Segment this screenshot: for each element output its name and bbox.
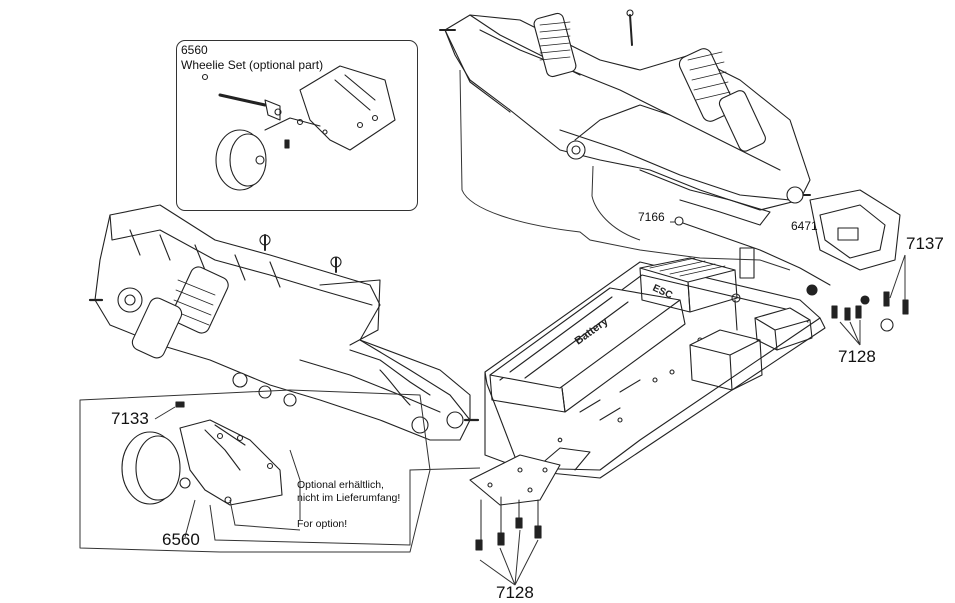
wheelie-set-detail-drawing <box>201 65 396 191</box>
callout-7128-right: 7128 <box>838 347 876 366</box>
callout-7128-bottom: 7128 <box>496 583 534 602</box>
screw-set-bottom <box>475 496 542 551</box>
optional-part-outline <box>79 389 431 553</box>
optional-note-de-2: nicht im Lieferumfang! <box>297 492 401 504</box>
optional-note-de-1: Optional erhältlich, <box>297 479 384 491</box>
front-suspension-assembly <box>439 9 811 226</box>
rear-suspension-assembly <box>88 204 480 441</box>
callout-6560-bottom: 6560 <box>162 530 200 549</box>
battery-pack <box>489 287 686 413</box>
esc-unit <box>639 247 755 313</box>
inset-part-number: 6560 <box>181 43 208 57</box>
screw-set-right <box>806 284 909 332</box>
callout-7137: 7137 <box>906 234 944 253</box>
inset-title: Wheelie Set (optional part) <box>181 58 324 72</box>
wheelie-set-bottom <box>121 401 283 506</box>
rear-skid-plate <box>469 454 561 506</box>
receiver-box <box>689 293 763 391</box>
servo <box>754 307 813 351</box>
optional-note-en: For option! <box>297 518 348 530</box>
front-bumper-plate <box>809 189 901 271</box>
callout-7166: 7166 <box>638 210 665 224</box>
callout-6471: 6471 <box>791 219 818 233</box>
wheelie-set-inset-box <box>176 40 418 211</box>
callout-7133: 7133 <box>111 409 149 428</box>
steering-link-rod <box>679 221 831 286</box>
leader-lines <box>154 69 906 586</box>
